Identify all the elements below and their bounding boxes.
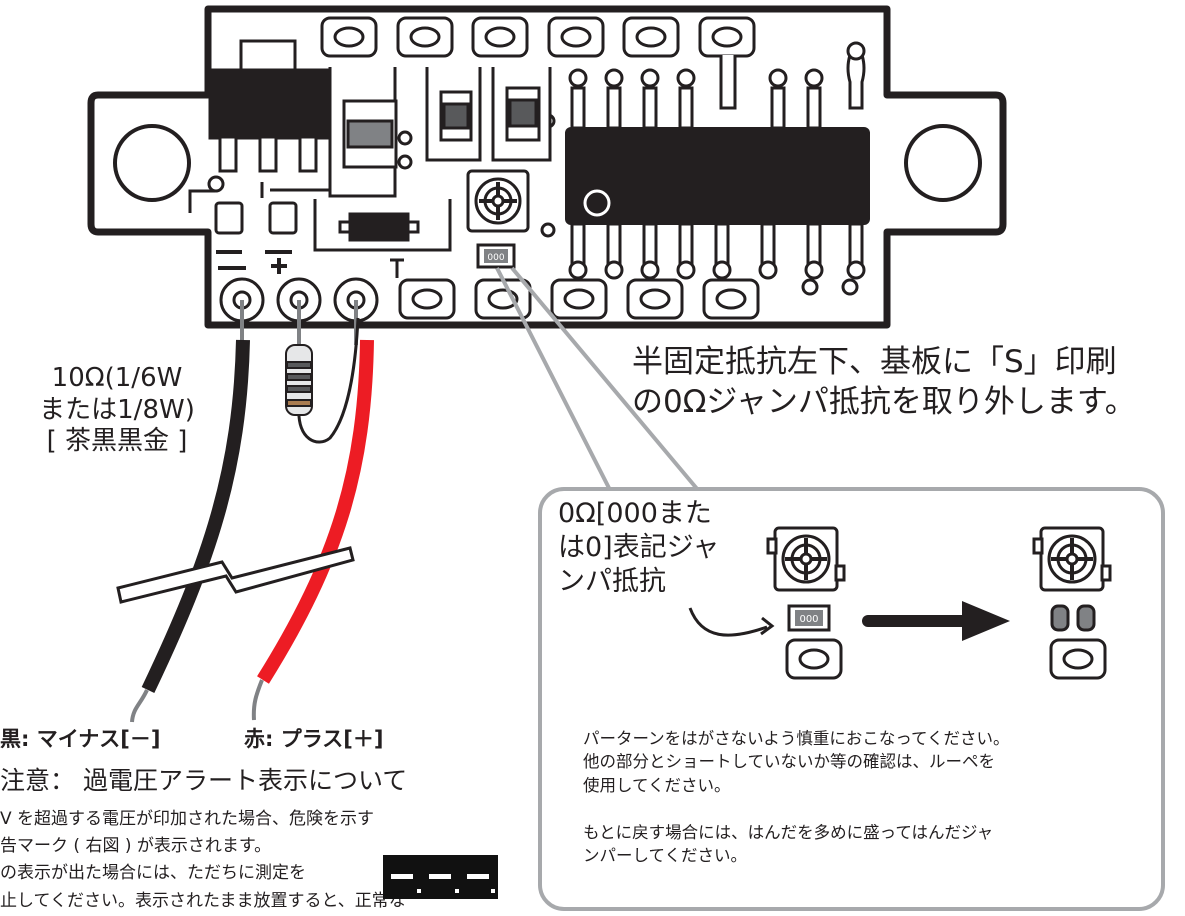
- pointer-arrow: [688, 607, 768, 637]
- black-wire-label: 黒: マイナス[－]: [0, 727, 161, 751]
- jumper-chip-callout: 000: [787, 604, 831, 632]
- jumper-chip-board: 000: [476, 243, 516, 269]
- overvoltage-display: [383, 855, 498, 899]
- callout-pointer: [495, 266, 700, 492]
- instruction-text: 半固定抵抗左下、基板に「S」印刷 の0Ωジャンパ抵抗を取り外します。: [632, 344, 1136, 421]
- diode: [313, 199, 452, 252]
- warning-title: 注意： 過電圧アラート表示について: [0, 766, 408, 795]
- svg-text:000: 000: [799, 614, 818, 625]
- mount-hole-right: [904, 124, 982, 202]
- jumper-chip-marking: 000: [487, 253, 504, 263]
- resistor-label: 10Ω(1/6W または1/8W) [ 茶黒黒金 ]: [39, 363, 195, 457]
- top-pads: [320, 16, 756, 58]
- dash-display-icon: [391, 874, 495, 893]
- resistor: [285, 344, 313, 416]
- trimmer-pot: [466, 169, 530, 233]
- ic-chip: [565, 68, 870, 296]
- empty-pads: [1050, 604, 1096, 632]
- black-wire: [141, 339, 250, 694]
- wire-break-symbol: [116, 546, 355, 604]
- red-wire: [257, 339, 374, 684]
- regulator: [208, 39, 332, 173]
- capacitor: [328, 67, 398, 198]
- mount-hole-left: [113, 124, 191, 202]
- red-wire-label: 赤: プラス[＋]: [244, 727, 384, 751]
- callout-note: パーターンをはがさないよう慎重におこなってください。 他の部分とショートしていな…: [583, 729, 1010, 866]
- warning-body: V を超過する電圧が印加された場合、危険を示す 告マーク ( 右図 ) が表示さ…: [0, 809, 406, 911]
- callout-title: 0Ω[000また は0]表記ジャ ンパ抵抗: [558, 498, 720, 597]
